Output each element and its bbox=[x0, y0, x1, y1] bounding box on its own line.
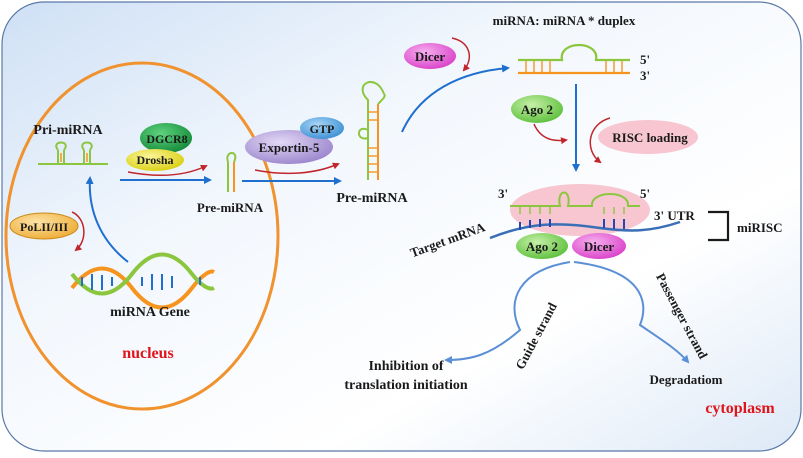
ago2-bottom-label: Ago 2 bbox=[526, 239, 558, 254]
dicer-processing-arrow bbox=[401, 64, 510, 133]
pre-mirna-hairpin-icon bbox=[358, 81, 386, 180]
risc-loading-blob bbox=[598, 120, 698, 154]
dicer-top-label: Dicer bbox=[415, 49, 446, 64]
polii-red-arrow bbox=[71, 211, 85, 252]
duplex-three-prime-label: 3' bbox=[640, 68, 650, 83]
ago2-top-label: Ago 2 bbox=[521, 102, 553, 117]
dicer-bottom-blob bbox=[572, 233, 626, 259]
nucleus-membrane bbox=[4, 61, 280, 411]
target-mrna-pairing bbox=[519, 219, 625, 230]
drosha-red-arrow bbox=[127, 164, 208, 177]
pri-mirna-icon bbox=[38, 141, 108, 165]
drosha-label: Drosha bbox=[136, 153, 173, 167]
drosha-blob bbox=[126, 149, 184, 171]
dgcr8-label: DGCR8 bbox=[146, 132, 187, 146]
three-utr-label: 3' UTR bbox=[654, 208, 695, 223]
pre-mirna-cytoplasm-label: Pre-miRNA bbox=[336, 191, 408, 206]
pre-mirna-nucleus-icon bbox=[226, 152, 237, 192]
risc-five-prime-label: 5' bbox=[640, 186, 650, 201]
risc-red-arrow bbox=[589, 117, 611, 164]
exportin-5-blob bbox=[245, 130, 333, 164]
mirisc-label: miRISC bbox=[737, 220, 783, 235]
exportin-red-arrow bbox=[254, 162, 340, 175]
gtp-blob bbox=[300, 117, 344, 139]
risc-three-prime-label: 3' bbox=[498, 186, 508, 201]
mirisc-bracket bbox=[708, 210, 730, 242]
nucleus-label: nucleus bbox=[122, 345, 174, 362]
guide-strand-icon bbox=[510, 191, 640, 214]
transcription-arrow bbox=[85, 176, 129, 263]
ago2-red-arrow bbox=[533, 123, 568, 145]
dicer-bottom-label: Dicer bbox=[584, 239, 615, 254]
pre-mirna-nucleus-label: Pre-miRNA bbox=[197, 200, 264, 215]
dgcr8-blob bbox=[140, 123, 192, 153]
passenger-strand-arrow bbox=[573, 261, 690, 364]
dicer-top-blob bbox=[404, 43, 456, 69]
polii-iii-label: PoLII/III bbox=[20, 220, 68, 234]
pri-mirna-label: Pri-miRNA bbox=[33, 123, 103, 138]
mirna-duplex-icon bbox=[518, 43, 630, 75]
polii-iii-blob bbox=[9, 212, 79, 240]
dna-helix-icon bbox=[70, 252, 215, 310]
cytoplasm-label: cytoplasm bbox=[705, 400, 775, 417]
inhibition-label-line2: translation initiation bbox=[344, 378, 468, 393]
gtp-label: GTP bbox=[310, 122, 335, 136]
mirna-gene-label: miRNA Gene bbox=[110, 305, 190, 320]
risc-loading-label: RISC loading bbox=[612, 130, 688, 145]
degradation-label: Degradatiom bbox=[650, 372, 723, 387]
target-mrna-strand bbox=[489, 220, 681, 240]
duplex-five-prime-label: 5' bbox=[640, 52, 650, 67]
inhibition-label-line1: Inhibition of bbox=[368, 359, 443, 374]
risc-complex-blob bbox=[510, 184, 650, 236]
duplex-label: miRNA: miRNA * duplex bbox=[493, 13, 636, 28]
exportin-5-label: Exportin-5 bbox=[259, 140, 320, 155]
ago2-top-blob bbox=[511, 95, 563, 123]
ago2-bottom-blob bbox=[516, 233, 568, 259]
guide-strand-arrow bbox=[444, 261, 571, 364]
dicer-red-arrow bbox=[451, 37, 471, 72]
